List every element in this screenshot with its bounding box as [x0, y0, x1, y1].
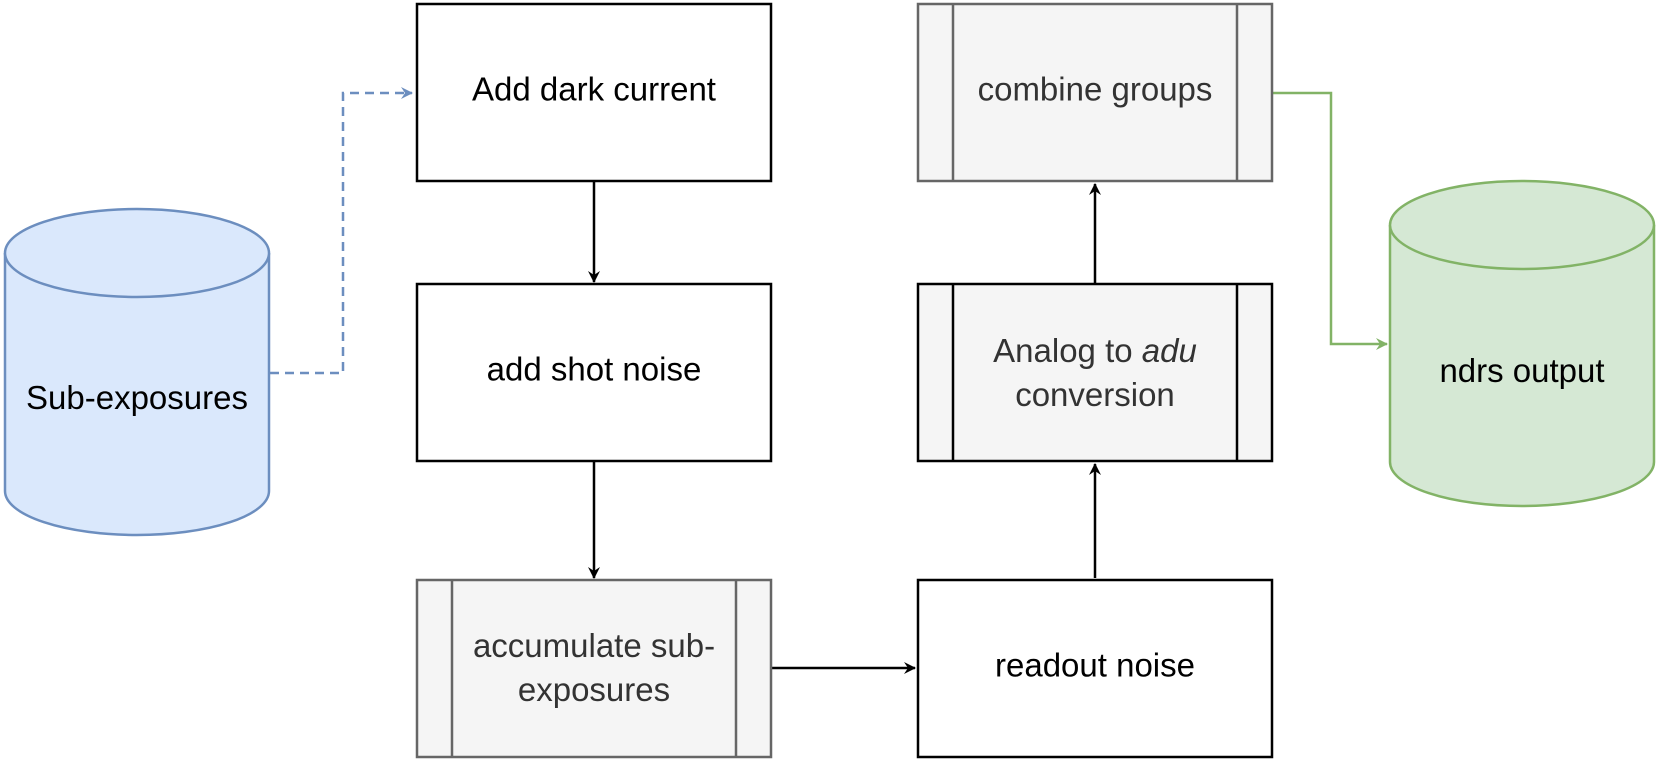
- accumulate-label-line1: accumulate sub-: [473, 627, 715, 664]
- cylinder-body: [1388, 225, 1656, 508]
- combine-groups-label: combine groups: [978, 71, 1213, 108]
- node-analog-to-adu-conversion[interactable]: Analog to adu conversion: [916, 282, 1274, 463]
- edge-sub-exposures-to-dark-current: [270, 87, 413, 375]
- cylinder-top: [1388, 179, 1656, 271]
- node-add-dark-current[interactable]: Add dark current: [415, 2, 773, 183]
- add-dark-current-label: Add dark current: [472, 71, 716, 108]
- cylinder-body: [3, 253, 271, 537]
- ndrs-output-label: ndrs output: [1439, 352, 1604, 389]
- analog-label-line2: conversion: [1015, 376, 1175, 413]
- cylinder-top: [3, 207, 271, 299]
- analog-label-line1: Analog to adu: [993, 332, 1197, 369]
- accumulate-label-line2: exposures: [518, 671, 670, 708]
- node-accumulate-sub-exposures[interactable]: accumulate sub- exposures: [415, 578, 773, 759]
- node-add-shot-noise[interactable]: add shot noise: [415, 282, 773, 463]
- node-readout-noise[interactable]: readout noise: [916, 578, 1274, 759]
- node-ndrs-output[interactable]: ndrs output: [1388, 179, 1656, 508]
- readout-noise-label: readout noise: [995, 647, 1195, 684]
- sub-exposures-label: Sub-exposures: [26, 379, 248, 416]
- node-sub-exposures[interactable]: Sub-exposures: [3, 207, 271, 537]
- node-combine-groups[interactable]: combine groups: [916, 2, 1274, 183]
- edge-combine-to-ndrs: [1272, 91, 1388, 350]
- add-shot-noise-label: add shot noise: [487, 351, 702, 388]
